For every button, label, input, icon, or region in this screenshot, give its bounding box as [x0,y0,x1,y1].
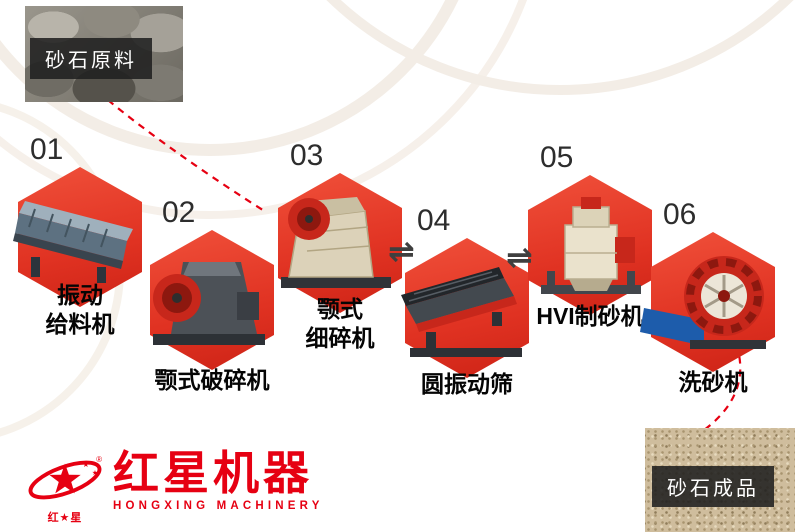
registered-mark: ® [96,455,102,464]
reversible-flow-symbol: ⇌ [506,239,533,275]
jaw-crusher-icon [153,262,265,345]
process-step-jaw-crusher: 02 颚式破碎机 [150,196,274,393]
dashed-connector-raw-to-line [107,99,267,213]
step-number: 06 [663,198,697,231]
sand-washer-icon [640,256,766,349]
step-number: 03 [290,139,324,172]
reversible-flow-symbol: ⇌ [388,233,415,269]
brand-tagline: HONGXING MACHINERY [113,499,324,512]
hongxing-logo: ★ ★ ® 红★星 红星机器 HONGXING MACHINERY [26,450,324,525]
big-star-icon [49,463,81,494]
step-number: 05 [540,141,574,174]
process-step-vibrating-feeder: 01 振动 给料机 [13,133,142,337]
step-label: 颚式破碎机 [154,367,270,393]
background-arc [0,0,528,219]
fine-jaw-crusher-icon [281,197,391,288]
step-number: 01 [30,133,64,166]
step-label: 洗砂机 [678,369,748,395]
process-step-vibrating-screen: 04 圆振动筛 [401,204,529,397]
step-label: 圆振动筛 [421,371,513,397]
raw-material-photo: 砂石原料 [25,6,183,102]
step-number: 04 [417,204,451,237]
star-orbit-emblem-icon: ★ ★ ® [28,455,102,500]
vibrating-feeder-icon [13,201,133,283]
finished-product-photo: 砂石成品 [645,428,795,532]
background-arc [326,0,794,95]
raw-material-label: 砂石原料 [30,38,152,79]
step-number: 02 [162,196,196,229]
background-arc [0,0,459,156]
brand-name: 红星机器 [113,447,313,499]
step-label: 颚式 细碎机 [305,296,375,352]
small-star-icon: ★ [92,470,98,477]
process-step-sand-maker: 05 HVI制砂机 [528,141,652,329]
step-label: HVI制砂机 [536,303,644,329]
process-step-sand-washer: 06 洗砂机 [640,198,775,395]
step-label: 振动 给料机 [45,282,115,338]
emblem-caption: 红★星 [47,512,83,524]
finished-product-label: 砂石成品 [652,466,774,507]
circular-vibrating-screen-icon [401,267,522,357]
hvi-sand-maker-icon [541,197,641,294]
process-step-fine-jaw-crusher: 03 颚式 细碎机 [278,139,402,351]
small-star-icon: ★ [82,460,89,469]
